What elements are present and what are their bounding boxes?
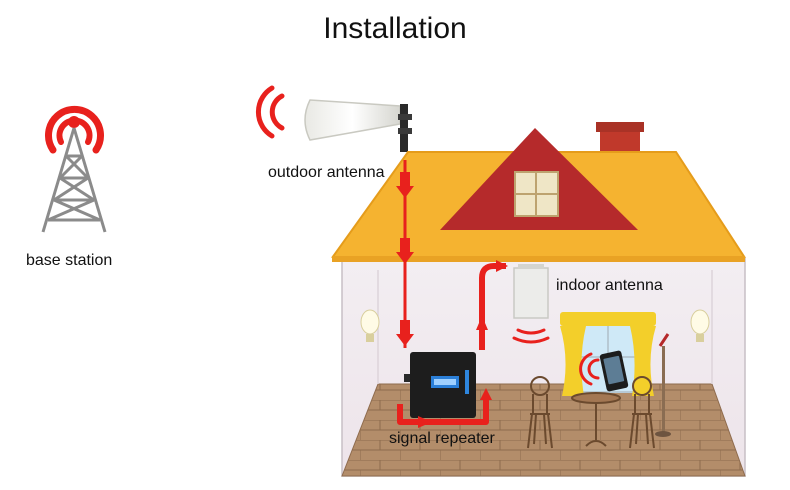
diagram-title: Installation: [323, 12, 467, 45]
signal-repeater-device: [404, 352, 476, 418]
base-station-tower: [41, 105, 107, 233]
indoor-signal-waves: [512, 328, 550, 344]
table-and-chairs: [527, 376, 655, 449]
outdoor-signal-waves: [255, 85, 285, 139]
signal-repeater-label: signal repeater: [389, 430, 495, 447]
phone-icon: [579, 350, 629, 392]
wall-lamp-left: [360, 309, 380, 342]
indoor-antenna: [512, 264, 550, 344]
base-station-label: base station: [26, 252, 113, 269]
indoor-antenna-label: indoor antenna: [556, 277, 663, 294]
floor-lamp: [655, 333, 671, 437]
house: [331, 122, 746, 477]
outdoor-antenna: [255, 85, 412, 152]
outdoor-antenna-label: outdoor antenna: [268, 164, 385, 181]
tower-beacon: [68, 116, 80, 128]
signal-path: [396, 160, 508, 428]
wall-lamp-right: [690, 309, 710, 342]
